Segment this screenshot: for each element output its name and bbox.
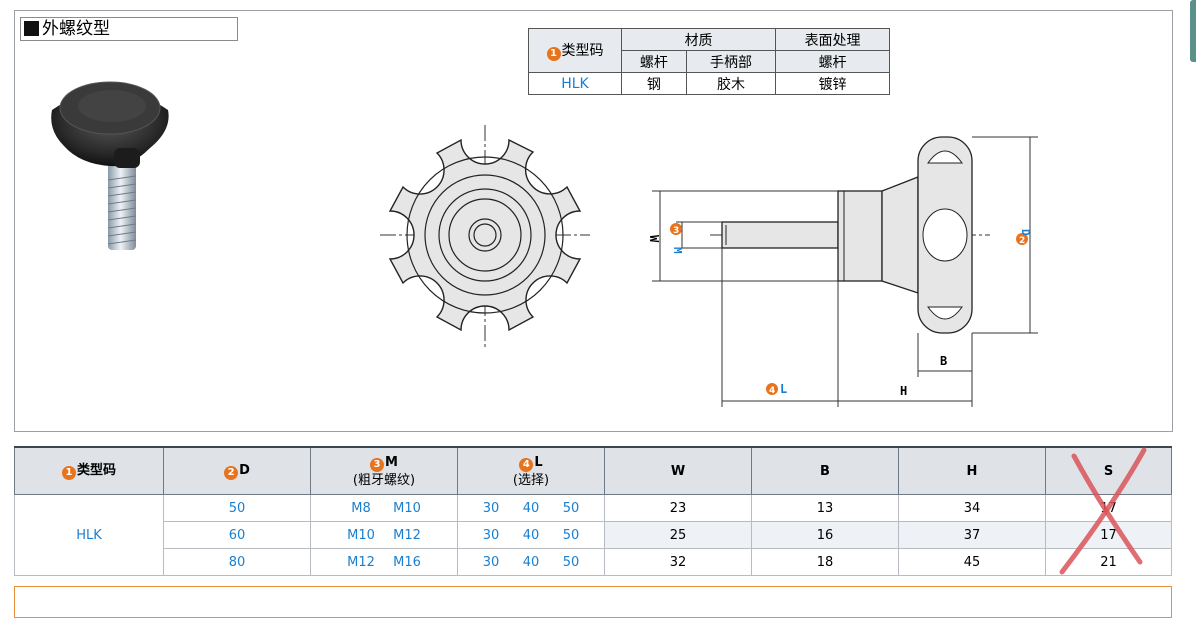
marker-1-icon: 1	[61, 466, 76, 480]
cell-d: 80	[163, 548, 311, 576]
cell-s: 21	[1045, 548, 1172, 576]
product-photo	[51, 81, 169, 250]
mat-code: HLK	[528, 72, 622, 95]
square-bullet-icon	[24, 21, 39, 36]
spec-header-b: B	[751, 446, 899, 495]
cell-w: 32	[604, 548, 752, 576]
dim-b-label: B	[940, 354, 947, 368]
cell-h: 45	[898, 548, 1046, 576]
cell-s: 17	[1045, 521, 1172, 549]
side-view-drawing: W 3 M 2 D 4 L B H	[647, 136, 1038, 407]
cross-out-mark	[1059, 447, 1147, 575]
marker-4-icon	[766, 383, 778, 395]
section-title: 外螺纹型	[20, 17, 238, 41]
mat-header-material: 材质	[620, 28, 777, 51]
marker-4-icon: 4	[519, 457, 534, 472]
mat-sub-screw: 螺杆	[621, 50, 687, 73]
mat-header-surface: 表面处理	[775, 28, 890, 51]
section-title-text: 外螺纹型	[42, 19, 110, 39]
mat-sub-handle: 手柄部	[685, 50, 777, 73]
sidebar-tab[interactable]	[1190, 0, 1196, 62]
cell-d: 60	[163, 521, 311, 549]
cell-b: 13	[751, 494, 899, 522]
cell-h: 34	[898, 494, 1046, 522]
mat-sub-surface: 螺杆	[775, 50, 890, 73]
svg-text:3: 3	[673, 226, 679, 236]
dim-m-label: M	[671, 247, 684, 254]
note-box	[14, 586, 1172, 618]
marker-3-icon: 3	[370, 457, 385, 472]
dim-d-label: D	[1019, 229, 1032, 236]
marker-2-icon: 2	[224, 466, 239, 480]
spec-header-s: S	[1045, 446, 1172, 495]
spec-header-h: H	[898, 446, 1046, 495]
cell-h: 37	[898, 521, 1046, 549]
mat-surface: 镀锌	[775, 72, 890, 95]
mat-handle: 胶木	[685, 72, 777, 95]
marker-2-icon	[1016, 233, 1028, 245]
cell-w: 25	[604, 521, 752, 549]
cell-d: 50	[163, 494, 311, 522]
knob-outline	[388, 138, 582, 332]
marker-3-icon	[670, 223, 682, 235]
dim-l-label: L	[780, 382, 787, 396]
svg-text:2: 2	[1019, 236, 1025, 246]
mat-screw: 钢	[621, 72, 687, 95]
marker-1-icon: 1	[546, 47, 561, 61]
front-view-drawing	[380, 125, 590, 348]
cell-w: 23	[604, 494, 752, 522]
dim-w-label: W	[647, 235, 661, 243]
svg-text:4: 4	[769, 386, 775, 396]
dim-h-label: H	[900, 384, 907, 398]
cell-b: 16	[751, 521, 899, 549]
cell-b: 18	[751, 548, 899, 576]
spec-header-w: W	[604, 446, 752, 495]
spec-code: HLK	[14, 494, 164, 576]
